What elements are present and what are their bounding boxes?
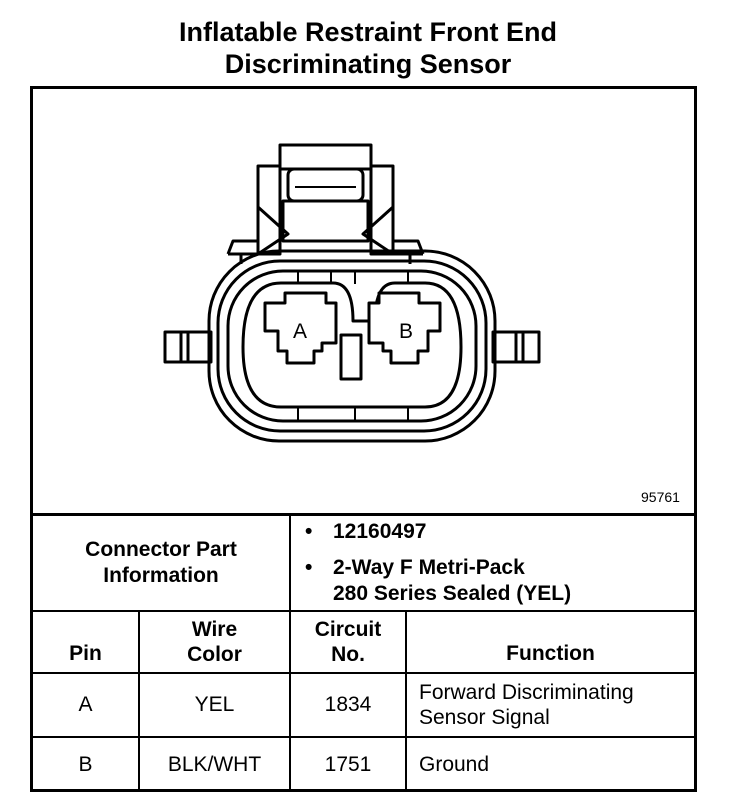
polarization-key [339,333,363,381]
pin-cell: B [33,735,140,791]
left-latch [163,330,213,364]
diagram-frame: A B 95761 Connector Part Information • 1… [30,86,697,792]
function-line-2: Sensor Signal [419,705,550,729]
outer-housing [207,249,497,443]
connector-description-line-1: 2-Way F Metri-Pack [333,555,525,579]
function-line-1: Ground [419,752,490,776]
connector-part-label-line-2: Information [103,563,219,587]
locking-tab [256,143,395,256]
function-line-1: Forward Discriminating [419,680,634,704]
function-cell: Ground [404,735,695,791]
part-number: 12160497 [333,519,427,543]
header-wire-color-line-1: Wire [191,617,238,641]
connector-description-item: • 2-Way F Metri-Pack 280 Series Sealed (… [305,555,694,607]
connector-diagram: A B 95761 [33,89,694,513]
header-wire-color-line-2: Color [187,642,242,666]
header-pin: Pin [33,609,140,674]
connector-description: 2-Way F Metri-Pack 280 Series Sealed (YE… [333,555,571,607]
header-circuit-line-2: No. [331,642,365,666]
right-latch [491,330,541,364]
wire-color-cell: YEL [138,671,291,738]
table-row: A YEL 1834 Forward Discriminating Sensor… [33,671,695,738]
connector-drawing: A B [163,143,541,443]
header-circuit: Circuit No. [289,609,407,674]
header-circuit-line-1: Circuit [314,617,382,641]
page-title: Inflatable Restraint Front End Discrimin… [0,16,736,80]
connector-info-table: Connector Part Information • 12160497 • … [33,513,695,791]
title-line-1: Inflatable Restraint Front End [178,17,558,47]
pin-a-label: A [293,320,307,343]
terminal-a [263,291,338,365]
circuit-cell: 1834 [289,671,407,738]
title-line-2: Discriminating Sensor [224,49,512,79]
header-function: Function [404,609,695,674]
terminal-b [367,291,442,365]
table-header-row: Pin Wire Color Circuit No. Function [33,609,695,674]
figure-number: 95761 [641,489,680,505]
bullet-icon: • [305,555,313,579]
wire-color-cell: BLK/WHT [138,735,291,791]
part-number-item: • 12160497 [305,519,694,545]
pin-b-label: B [399,320,413,343]
connector-part-label-line-1: Connector Part [85,537,237,561]
function-cell: Forward Discriminating Sensor Signal [404,671,695,738]
table-row: B BLK/WHT 1751 Ground [33,735,695,791]
connector-part-row: Connector Part Information • 12160497 • … [33,513,695,612]
connector-part-label: Connector Part Information [33,513,291,612]
bullet-icon: • [305,519,313,543]
circuit-cell: 1751 [289,735,407,791]
connector-part-details: • 12160497 • 2-Way F Metri-Pack 280 Seri… [288,513,695,612]
pin-cell: A [33,671,140,738]
connector-description-line-2: 280 Series Sealed (YEL) [333,581,572,605]
header-wire-color: Wire Color [138,609,291,674]
